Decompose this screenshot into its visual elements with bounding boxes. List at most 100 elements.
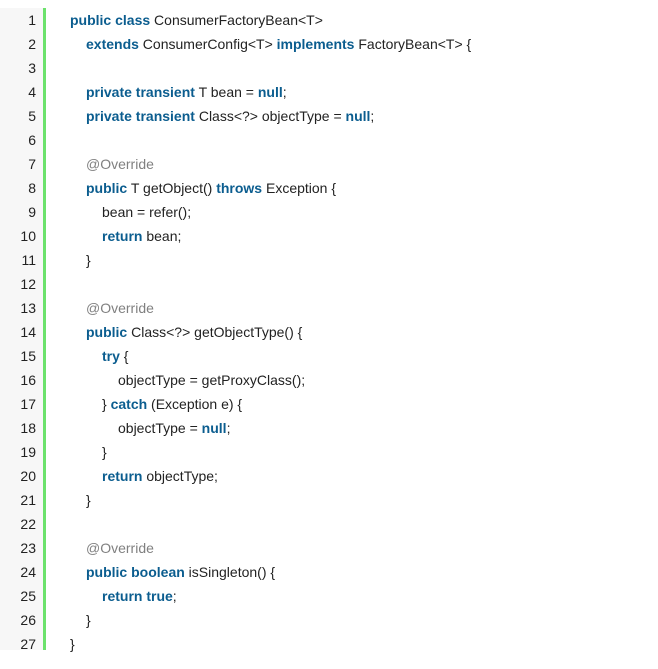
code-line: 23 @Override [0, 536, 658, 560]
code-line: 8 public T getObject() throws Exception { [0, 176, 658, 200]
code-text: return true; [102, 584, 177, 608]
code-token: objectType = getProxyClass(); [118, 372, 306, 388]
annotation-token: @Override [86, 300, 154, 316]
code-token: (Exception e) { [147, 396, 243, 412]
code-token: ; [370, 108, 375, 124]
keyword-token: null [201, 420, 227, 436]
code-text: return objectType; [102, 464, 218, 488]
code-line: 27} [0, 632, 658, 656]
code-line: 13 @Override [0, 296, 658, 320]
code-text: return bean; [102, 224, 181, 248]
line-number: 4 [28, 84, 36, 100]
line-number: 13 [20, 300, 36, 316]
code-token: } [86, 252, 91, 268]
keyword-token: public [86, 180, 128, 196]
code-line: 14 public Class<?> getObjectType() { [0, 320, 658, 344]
line-number: 3 [28, 60, 36, 76]
code-text: objectType = getProxyClass(); [118, 368, 305, 392]
code-line: 11} [0, 248, 658, 272]
code-line: 17} catch (Exception e) { [0, 392, 658, 416]
line-number: 14 [20, 324, 36, 340]
line-number: 10 [20, 228, 36, 244]
code-text: @Override [86, 536, 154, 560]
keyword-token: private transient [86, 84, 195, 100]
keyword-token: throws [216, 180, 263, 196]
line-number: 22 [20, 516, 36, 532]
code-token: bean = refer(); [102, 204, 192, 220]
line-number: 25 [20, 588, 36, 604]
code-token: T bean = [194, 84, 258, 100]
line-number: 27 [20, 636, 36, 652]
code-text: public class ConsumerFactoryBean<T> [70, 8, 323, 32]
code-token: } [102, 396, 111, 412]
code-token: } [102, 444, 107, 460]
code-token: ; [282, 84, 287, 100]
code-token: } [86, 612, 91, 628]
code-text: try { [102, 344, 128, 368]
code-text: } [86, 248, 91, 272]
code-token: ConsumerFactoryBean<T> [150, 12, 323, 28]
code-line: 26} [0, 608, 658, 632]
code-line: 12 [0, 272, 658, 296]
code-token: ; [172, 588, 177, 604]
code-line: 6 [0, 128, 658, 152]
line-number: 7 [28, 156, 36, 172]
line-number: 8 [28, 180, 36, 196]
keyword-token: extends [86, 36, 139, 52]
code-text: private transient T bean = null; [86, 80, 287, 104]
code-token: T getObject() [127, 180, 217, 196]
code-line: 22 [0, 512, 658, 536]
code-text: @Override [86, 296, 154, 320]
code-token: Exception { [262, 180, 337, 196]
keyword-token: null [257, 84, 283, 100]
code-text: public boolean isSingleton() { [86, 560, 275, 584]
line-number: 21 [20, 492, 36, 508]
code-token: Class<?> getObjectType() { [127, 324, 303, 340]
code-token: ; [226, 420, 231, 436]
line-number: 6 [28, 132, 36, 148]
code-line: 19} [0, 440, 658, 464]
code-line: 10 return bean; [0, 224, 658, 248]
line-number: 26 [20, 612, 36, 628]
keyword-token: implements [276, 36, 355, 52]
line-number: 19 [20, 444, 36, 460]
code-text: public Class<?> getObjectType() { [86, 320, 302, 344]
keyword-token: public [86, 324, 128, 340]
keyword-token: return [102, 468, 143, 484]
code-text: } [86, 608, 91, 632]
code-text: public T getObject() throws Exception { [86, 176, 336, 200]
annotation-token: @Override [86, 540, 154, 556]
keyword-token: return [102, 228, 143, 244]
code-token: Class<?> objectType = [194, 108, 346, 124]
code-line: 7 @Override [0, 152, 658, 176]
code-text: } [102, 440, 107, 464]
code-token: isSingleton() { [184, 564, 276, 580]
line-number: 12 [20, 276, 36, 292]
code-text: bean = refer(); [102, 200, 191, 224]
annotation-token: @Override [86, 156, 154, 172]
code-token: objectType = [118, 420, 202, 436]
code-line: 25 return true; [0, 584, 658, 608]
code-line: 20 return objectType; [0, 464, 658, 488]
code-text: } catch (Exception e) { [102, 392, 242, 416]
code-token: ConsumerConfig<T> [138, 36, 277, 52]
code-token: FactoryBean<T> { [354, 36, 472, 52]
line-number: 9 [28, 204, 36, 220]
code-token: { [119, 348, 129, 364]
keyword-token: catch [110, 396, 148, 412]
code-token: objectType; [142, 468, 218, 484]
code-token: } [86, 492, 91, 508]
code-token: bean; [142, 228, 182, 244]
line-number: 23 [20, 540, 36, 556]
code-token: } [70, 636, 75, 652]
line-number: 17 [20, 396, 36, 412]
code-line: 21} [0, 488, 658, 512]
line-number: 20 [20, 468, 36, 484]
